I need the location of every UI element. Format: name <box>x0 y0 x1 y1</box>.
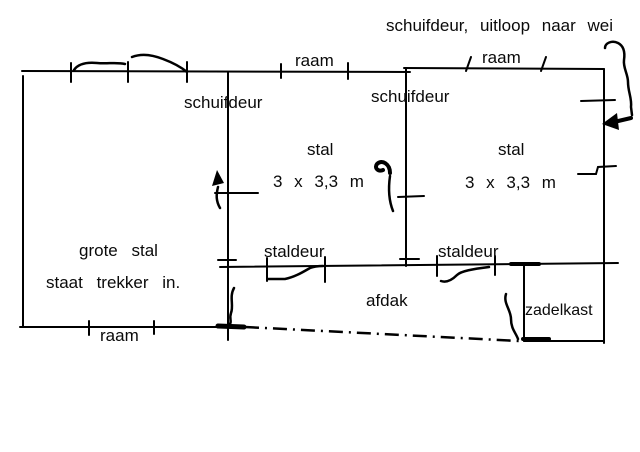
squiggle-left-post <box>228 286 236 326</box>
label-afdak: afdak <box>366 291 408 310</box>
tick-raam-right-2 <box>540 56 547 72</box>
thick-bar-afdak-left <box>215 323 247 330</box>
label-stal-middle: stal <box>307 140 334 159</box>
label-raam-top-middle: raam <box>295 51 334 70</box>
label-raam-top-right: raam <box>482 48 521 67</box>
uitloop-arrow-head-icon <box>602 113 619 130</box>
tick-right-wall-upper <box>580 99 616 102</box>
walls <box>19 67 619 344</box>
label-schuifdeur-left: schuifdeur <box>184 93 263 112</box>
wall-top-left-and-middle <box>21 70 411 73</box>
door-mark-middle-stal <box>397 195 425 198</box>
label-raam-bottom-left: raam <box>100 326 139 345</box>
tick-raam-right-1 <box>465 56 472 72</box>
label-stal-right: stal <box>498 140 525 159</box>
arrow-left-stal-head-icon <box>212 170 224 186</box>
staldeur-left-swing-arc <box>266 264 325 281</box>
afdak-dashed-edge <box>244 325 520 343</box>
label-grote-stal-line1: grote stal <box>79 241 158 260</box>
arrow-middle-stal-curl-icon <box>373 160 392 175</box>
label-staldeur-left: staldeur <box>264 242 325 261</box>
schuifdeur-panel-curve-1 <box>72 61 127 72</box>
label-grote-stal-line2: staat trekker in. <box>46 273 181 292</box>
label-staldeur-right: staldeur <box>438 242 499 261</box>
note-schuifdeur-uitloop: schuifdeur, uitloop naar wei <box>386 16 614 35</box>
window-and-door-ticks <box>70 56 617 336</box>
arrows <box>212 40 634 213</box>
squiggle-zadelkast-post <box>504 292 520 341</box>
wall-afdak-top <box>219 262 619 268</box>
schuifdeur-panel-curve-2 <box>130 53 189 74</box>
staldeur-right-swing-arc <box>439 265 491 283</box>
label-zadelkast: zadelkast <box>525 302 593 319</box>
label-schuifdeur-middle: schuifdeur <box>371 87 450 106</box>
hand-drawn-marks <box>215 262 551 341</box>
wall-top-right <box>403 67 605 70</box>
door-swing-curves <box>72 53 491 283</box>
tick-right-wall-lower <box>577 165 617 175</box>
label-stal-middle-size: 3 x 3,3 m <box>273 172 364 191</box>
label-stal-right-size: 3 x 3,3 m <box>465 173 556 192</box>
arrow-middle-stal-tail <box>387 174 395 213</box>
uitloop-arrow-squiggle <box>603 40 634 117</box>
arrow-left-stal-tail <box>215 185 222 210</box>
